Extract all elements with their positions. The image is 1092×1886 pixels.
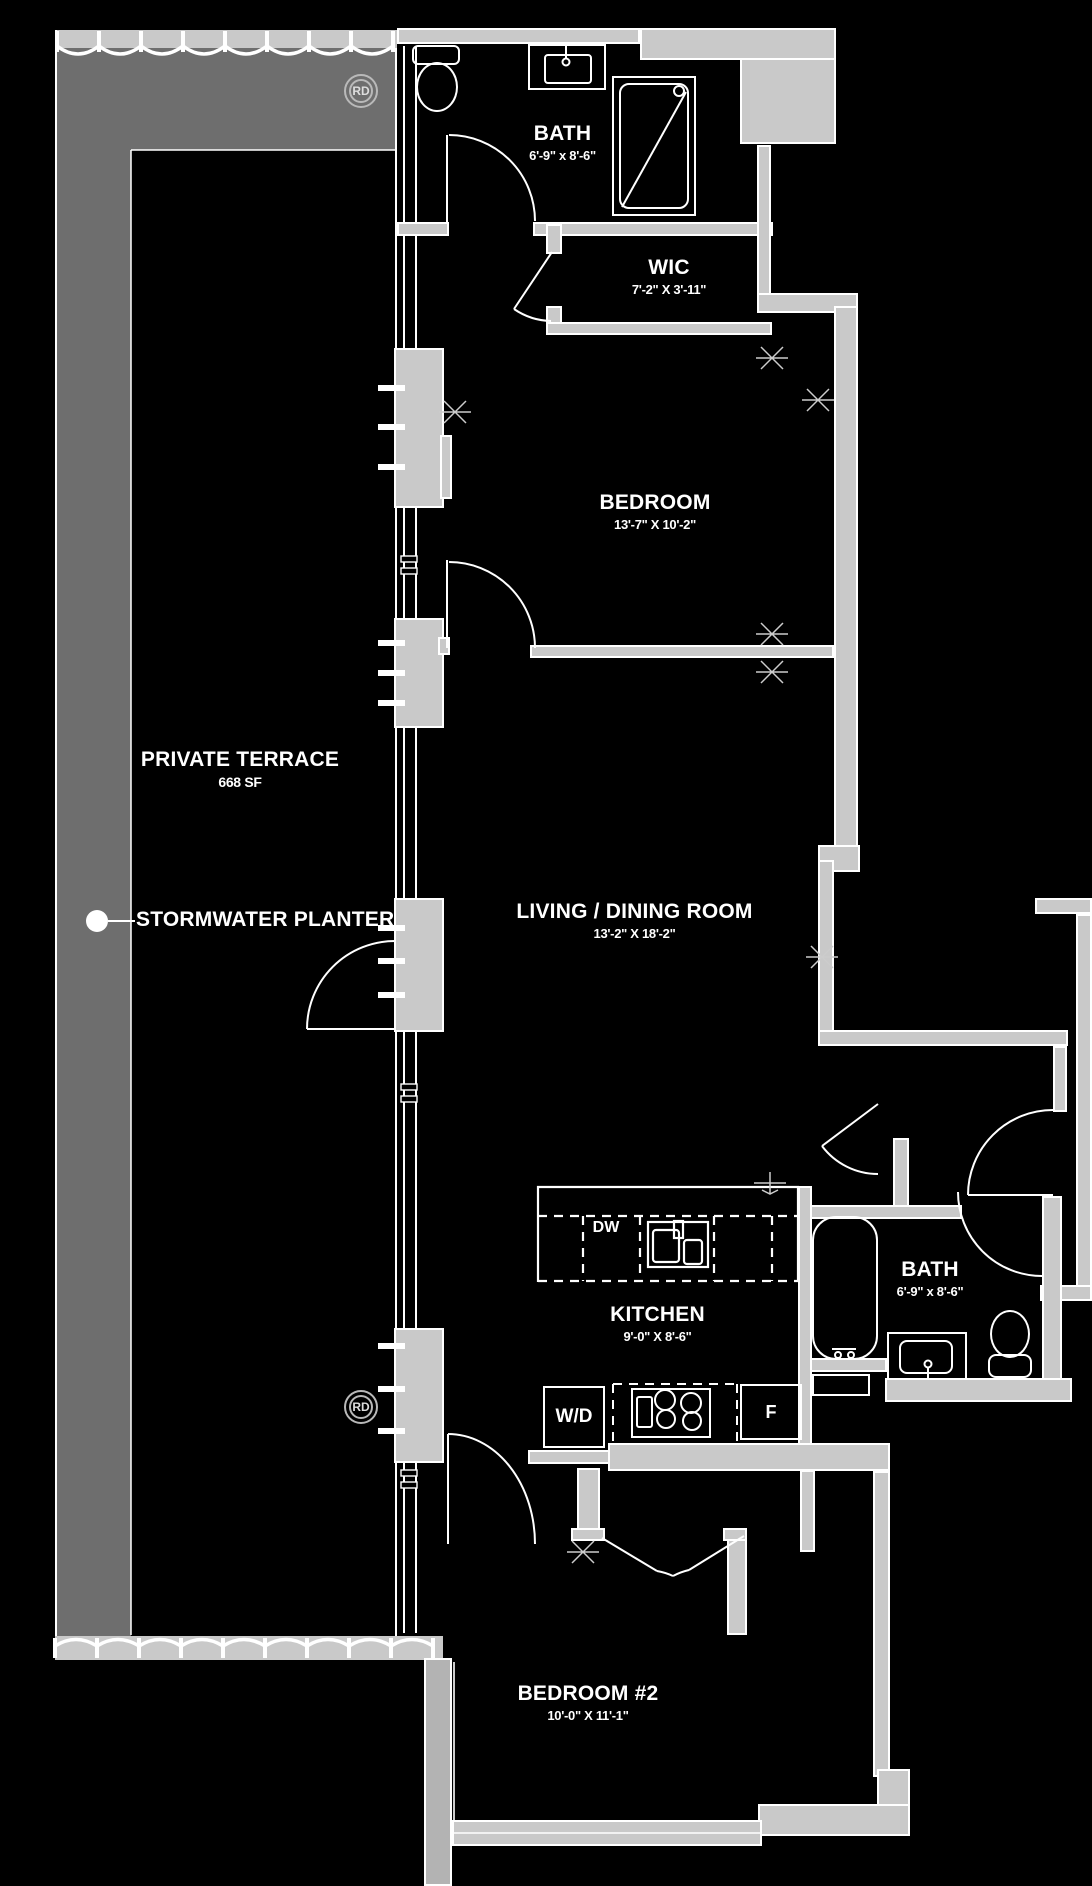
refrigerator: F (740, 1384, 802, 1440)
burner (682, 1411, 702, 1431)
stormwater-leader (86, 910, 135, 932)
entry-door-jamb-wall (1053, 1046, 1067, 1112)
door-swing-wic (513, 251, 553, 322)
door-swing-bath2 (957, 1191, 1043, 1277)
window-segment (403, 508, 417, 620)
door-swing-entry (967, 1109, 1054, 1196)
roof-drain-label: RD (349, 79, 373, 103)
window-mullions (400, 555, 418, 1489)
east-wall-jog (818, 845, 860, 872)
break-symbol (439, 400, 471, 424)
corner-wall-mass (740, 58, 836, 144)
door-swing-bath1 (446, 134, 536, 222)
bdr2-west-wall (424, 1658, 452, 1886)
bath-sink-basin (544, 54, 592, 84)
room-label-living: LIVING / DINING ROOM 13'-2" X 18'-2" (516, 900, 753, 942)
toilet-bowl (990, 1310, 1030, 1358)
bdr2-door-jamb (571, 1528, 605, 1541)
kitchen-south-wall (608, 1443, 890, 1471)
wall-pier (394, 1328, 444, 1463)
break-symbol (756, 660, 788, 684)
stormwater-planter-label: STORMWATER PLANTER (136, 908, 395, 931)
break-symbol (754, 1172, 786, 1195)
window-segment (403, 1032, 417, 1328)
bath1-south-wall (533, 222, 773, 236)
break-symbol (756, 346, 788, 370)
kitchen-island (536, 1185, 800, 1283)
terrace-band-left (57, 46, 131, 1636)
entry-north-wall (818, 1030, 1068, 1046)
terrace-inner-edge (130, 149, 396, 1635)
faucet-marks (561, 45, 933, 1378)
scallop-trim-top (55, 31, 395, 56)
exterior-wall-top (397, 28, 640, 44)
bedroom-north-step-wall (757, 293, 858, 313)
bath1-south-wall (397, 222, 449, 236)
break-symbol (802, 388, 834, 412)
room-label-bath2: BATH 6'-9" x 8'-6" (896, 1258, 964, 1300)
wall-break-symbols (439, 346, 838, 1564)
kitchen-east-stub (800, 1470, 815, 1552)
stove-detail (612, 1383, 738, 1442)
room-label-bedroom: BEDROOM 13'-7" X 10'-2" (599, 491, 711, 533)
window-segment (403, 46, 417, 348)
wall-pier (394, 898, 444, 1032)
wic-south-wall (546, 322, 772, 335)
demising-wall-stub (1035, 898, 1092, 914)
door-swing-terrace (306, 940, 396, 1030)
kitchen-sink-basin (651, 1228, 681, 1264)
room-label-terrace: PRIVATE TERRACE 668 SF (140, 748, 340, 791)
vanity-basin (899, 1340, 953, 1374)
bath2-south-wall (885, 1378, 1072, 1402)
break-symbol (806, 945, 838, 969)
refrigerator-label: F (765, 1401, 777, 1422)
window-segment (403, 1463, 417, 1633)
bedroom2-window-lines (452, 1662, 762, 1834)
window-segment (403, 728, 417, 898)
wic-west-jamb (546, 224, 562, 254)
shower-detail (621, 85, 687, 208)
break-symbol (567, 1540, 599, 1564)
shower-pan (619, 83, 689, 209)
dishwasher-label: DW (592, 1219, 620, 1236)
room-label-bedroom2: BEDROOM #2 10'-0" X 11'-1" (517, 1682, 659, 1724)
room-label-bath1: BATH 6'-9" x 8'-6" (529, 122, 596, 164)
break-symbol (756, 622, 788, 646)
vanity-sink (887, 1332, 967, 1380)
door-swing-hall (447, 1433, 536, 1545)
door-swing-bedroom (446, 560, 536, 649)
kitchen-sink-basin (682, 1238, 704, 1266)
wd-south-wall (528, 1450, 610, 1464)
bathtub (812, 1216, 878, 1360)
roof-drain-marker: RD (344, 74, 378, 108)
room-label-kitchen: KITCHEN 9'-0" X 8'-6" (610, 1303, 705, 1345)
stove (631, 1388, 711, 1438)
scallop-trim-bottom (53, 1637, 435, 1658)
toilet-tank (988, 1354, 1032, 1378)
double-door-bedroom2 (601, 1535, 745, 1577)
corner-wall-mass (640, 28, 836, 60)
shower (612, 76, 696, 216)
burner (654, 1389, 676, 1411)
washer-dryer: W/D (543, 1386, 605, 1448)
burner (680, 1392, 702, 1414)
east-wall (834, 306, 858, 866)
pier-sill-ticks (378, 385, 405, 1434)
pier-notch (440, 435, 452, 499)
bdr2-corner-wall (877, 1769, 910, 1808)
roof-drain-marker: RD (344, 1390, 378, 1424)
burner (656, 1409, 676, 1429)
room-label-wic: WIC 7'-2" X 3'-11" (631, 256, 707, 298)
washer-dryer-label: W/D (555, 1406, 593, 1427)
kitchen-faucet (672, 1219, 685, 1240)
bedroom-living-divider-wall (530, 645, 834, 658)
linen-niche (812, 1374, 870, 1396)
toilet-bowl (416, 62, 458, 112)
roof-drain-label: RD (349, 1395, 373, 1419)
stove-pan (636, 1396, 653, 1428)
door-swing-closet (821, 1103, 879, 1175)
